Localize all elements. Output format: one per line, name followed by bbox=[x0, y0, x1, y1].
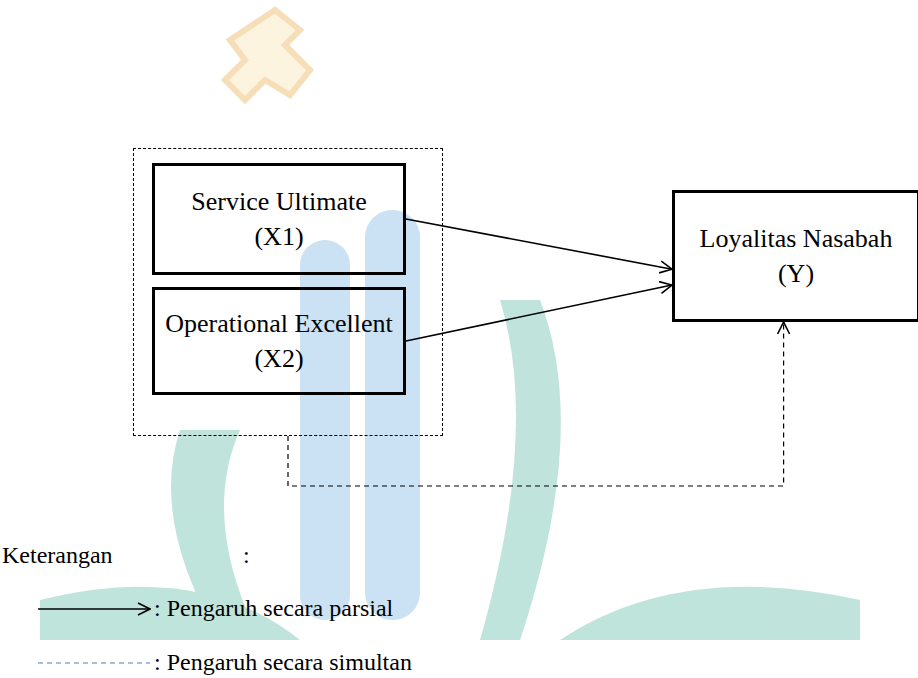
legend-heading: Keterangan bbox=[2, 541, 113, 569]
legend-text: : Pengaruh secara parsial bbox=[154, 594, 393, 622]
partial-arrow bbox=[406, 285, 672, 341]
variable-label: Service Ultimate (X1) bbox=[164, 184, 394, 254]
solid-arrow-sample bbox=[38, 608, 150, 610]
variable-label: Operational Excellent (X2) bbox=[164, 306, 394, 376]
variable-label: Loyalitas Nasabah (Y) bbox=[684, 221, 908, 291]
variable-box: Service Ultimate (X1) bbox=[152, 163, 406, 275]
legend-colon: : bbox=[243, 541, 250, 569]
partial-arrow bbox=[406, 219, 672, 269]
variable-box: Operational Excellent (X2) bbox=[152, 287, 406, 395]
group-box: Service Ultimate (X1) Operational Excelle… bbox=[133, 148, 443, 436]
legend-text: : Pengaruh secara simultan bbox=[154, 648, 412, 676]
simultaneous-arrow bbox=[288, 322, 784, 486]
variable-box: Loyalitas Nasabah (Y) bbox=[672, 190, 918, 322]
dashed-line-sample bbox=[38, 662, 150, 663]
